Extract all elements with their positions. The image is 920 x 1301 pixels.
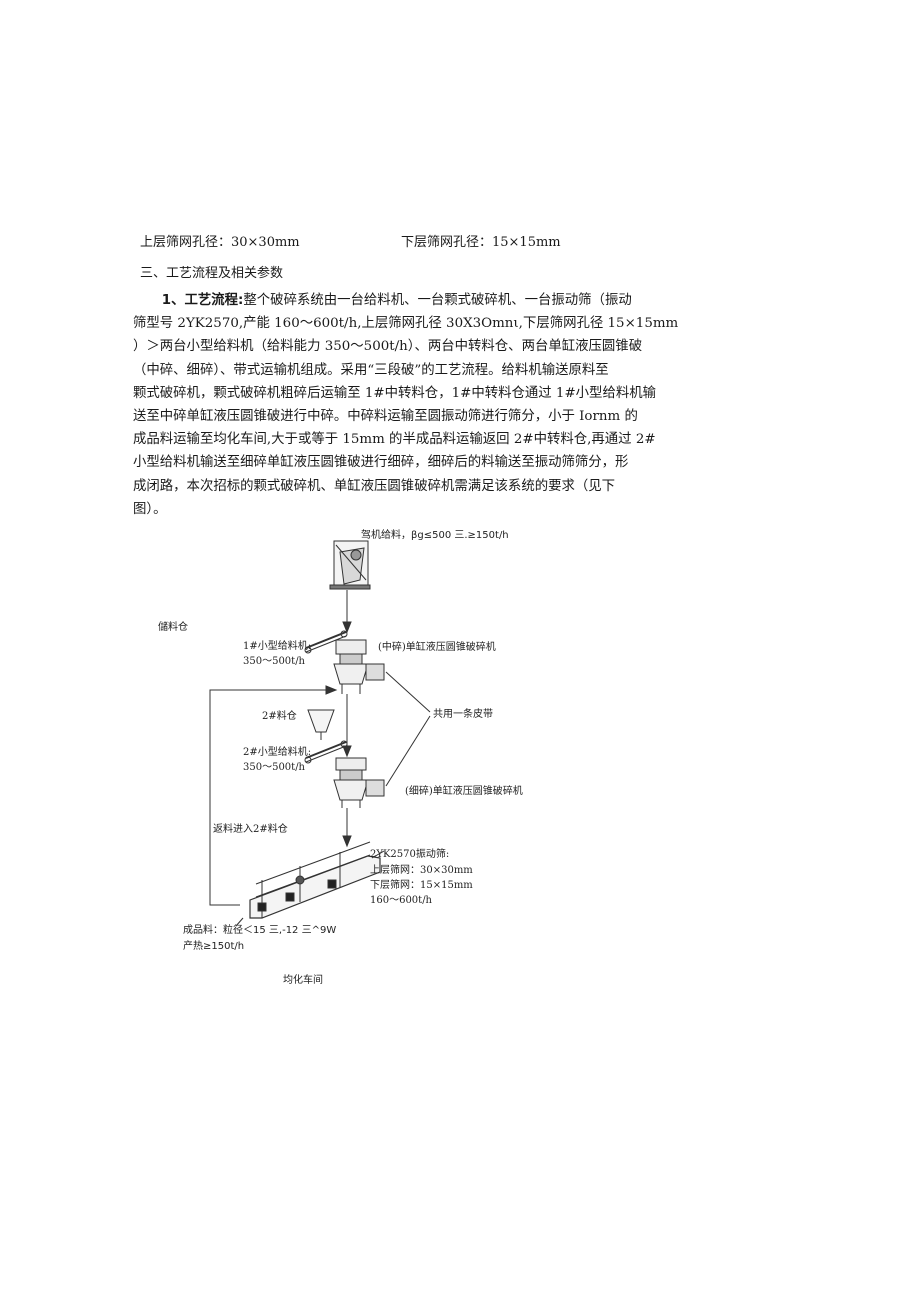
- cone-1-label: (中碎)单缸液压圆锥破碎机: [378, 640, 496, 653]
- feeder-2-name: 2#小型给料机:: [243, 745, 311, 758]
- paragraph-line-text: 整个破碎系统由一台给料机、一台颗式破碎机、一台振动筛（振动: [243, 293, 632, 308]
- top-feed-label: 驾机给料，βg≤500 三.≥150t/h: [361, 528, 509, 541]
- feeder-2-icon: [304, 740, 348, 764]
- paragraph-line: ）＞两台小型给料机（给料能力 350～500t/h）、两台中转料仓、两台单缸液压…: [133, 339, 643, 355]
- screen-rate-label: 160～600t/h: [370, 895, 433, 906]
- paragraph-line: 小型给料机输送至细碎单缸液压圆锥破进行细碎，细碎后的料输送至振动筛筛分，形: [133, 455, 629, 471]
- product-line-1: 成品料：粒径＜15 三,-12 三^9W: [183, 923, 336, 936]
- silo-label: 儲料仓: [158, 620, 188, 633]
- paragraph-line: 成闭路，本次招标的颗式破碎机、单缸液压圆锥破碎机需满足该系统的要求（见下: [133, 478, 616, 494]
- screen-upper-label: 上层筛网：30×30mm: [370, 863, 473, 876]
- process-paragraph: 1、工艺流程:整个破碎系统由一台给料机、一台颗式破碎机、一台振动筛（振动 筛型号…: [133, 289, 679, 521]
- product-line-2: 产热≥150t/h: [183, 939, 244, 952]
- feeder-1-icon: [304, 630, 348, 654]
- paragraph-line: 颗式破碎机，颗式破碎机粗碎后运输至 1#中转料仓，1#中转料仓通过 1#小型给料…: [133, 385, 657, 401]
- shared-belt-label: 共用一条皮带: [433, 707, 493, 720]
- paragraph-line: 图）。: [133, 501, 167, 517]
- vibrating-screen-icon: [235, 841, 385, 927]
- cone-crusher-1-icon: [333, 639, 385, 694]
- paragraph-line: 筛型号 2YK2570,产能 160～600t/h,上层筛网孔径 30X3Omn…: [133, 316, 679, 332]
- feeder-1-rate: 350～500t/h: [243, 656, 306, 667]
- return-label: 返料进入2#料仓: [213, 822, 288, 835]
- feeder-2-rate: 350～500t/h: [243, 762, 306, 773]
- section-heading: 三、工艺流程及相关参数: [140, 266, 284, 281]
- screen-lower-label: 下层筛网：15×15mm: [370, 878, 473, 891]
- workshop-label: 均化车间: [283, 973, 323, 986]
- feeder-1-name: 1#小型给料机:: [243, 639, 311, 652]
- paragraph-line: 送至中碎单缸液压圆锥破进行中碎。中碎料运输至圆振动筛进行筛分，小于 Iornm …: [133, 409, 638, 425]
- paragraph-line: 1、工艺流程:整个破碎系统由一台给料机、一台颗式破碎机、一台振动筛（振动: [133, 289, 632, 312]
- jaw-crusher-icon: [329, 540, 371, 590]
- paragraph-lead: 1、工艺流程:: [161, 293, 244, 308]
- paragraph-line: （中碎、细碎）、带式运输机组成。采用“三段破”的工艺流程。给料机输送原料至: [133, 362, 609, 378]
- lower-screen-aperture: 下层筛网孔径：15×15mm: [401, 235, 561, 250]
- upper-screen-aperture: 上层筛网孔径：30×30mm: [140, 235, 300, 250]
- bin-2-icon: [307, 709, 335, 740]
- paragraph-line: 成品料运输至均化车间,大于或等于 15mm 的半成品料运输返回 2#中转料仓,再…: [133, 432, 656, 448]
- screen-model-label: 2YK2570振动筛:: [370, 847, 449, 860]
- cone-crusher-2-icon: [333, 757, 385, 808]
- cone-2-label: (细碎)单缸液压圆锥破碎机: [405, 784, 523, 797]
- bin-2-label: 2#料仓: [262, 709, 297, 722]
